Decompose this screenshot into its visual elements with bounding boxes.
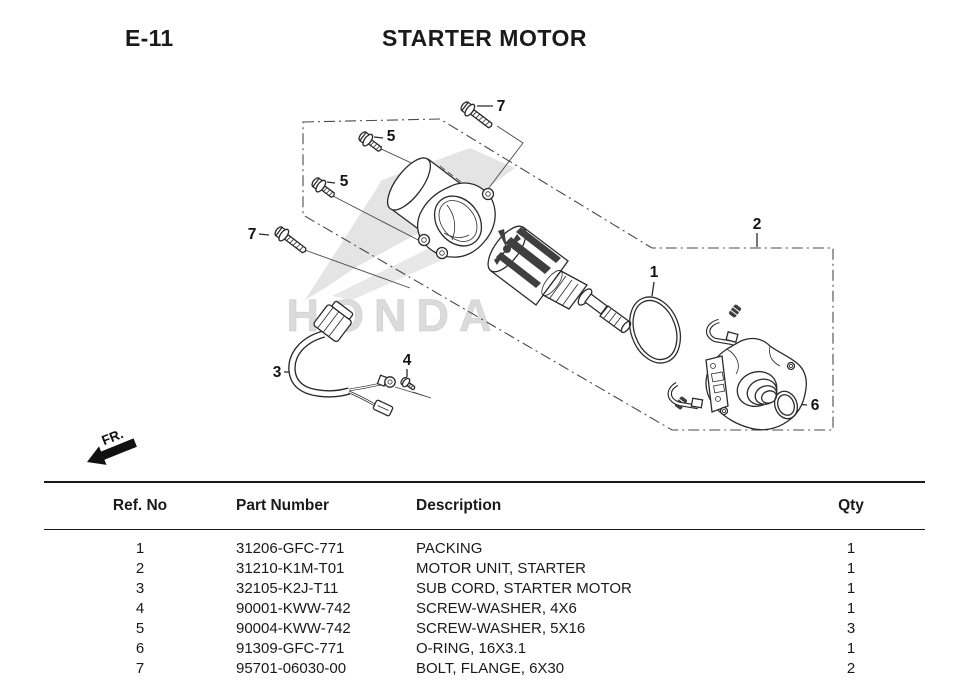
screw-4-drawing <box>400 376 416 391</box>
screw-5-lower <box>308 174 339 203</box>
cell-part: 95701-06030-00 <box>236 659 347 677</box>
header-ref-no: Ref. No <box>112 497 168 514</box>
table-body: 1 31206-GFC-771 PACKING 1 2 31210-K1M-T0… <box>44 530 925 678</box>
callout-1: 1 <box>650 264 659 281</box>
packing-o-ring-drawing <box>628 296 682 364</box>
table-row: 4 90001-KWW-742 SCREW-WASHER, 4X6 1 <box>44 598 925 618</box>
cell-qty: 3 <box>846 619 856 637</box>
table-header-row: Ref. No Part Number Description Qty <box>44 483 925 529</box>
callout-6: 6 <box>811 397 820 414</box>
cell-desc: SCREW-WASHER, 4X6 <box>416 599 577 617</box>
cell-ref: 7 <box>135 659 145 677</box>
table-row: 7 95701-06030-00 BOLT, FLANGE, 6X30 2 <box>44 658 925 678</box>
end-bracket-drawing <box>667 304 807 431</box>
cell-ref: 1 <box>135 539 145 557</box>
cell-ref: 5 <box>135 619 145 637</box>
fr-direction-arrow: FR. <box>87 426 137 465</box>
parts-table: Ref. No Part Number Description Qty 1 31… <box>44 481 925 678</box>
cell-desc: SUB CORD, STARTER MOTOR <box>416 579 632 597</box>
section-code: E-11 <box>125 25 174 51</box>
callout-7-top: 7 <box>497 98 506 115</box>
table-row: 5 90004-KWW-742 SCREW-WASHER, 5X16 3 <box>44 618 925 638</box>
cell-desc: O-RING, 16X3.1 <box>416 639 527 657</box>
cell-desc: SCREW-WASHER, 5X16 <box>416 619 586 637</box>
motor-unit-drawing <box>386 157 496 260</box>
cell-part: 32105-K2J-T11 <box>236 579 339 597</box>
callout-3: 3 <box>273 364 282 381</box>
cell-qty: 1 <box>846 599 856 617</box>
callout-5-upper: 5 <box>387 128 396 145</box>
bolt-7-left <box>271 223 311 258</box>
cell-part: 31210-K1M-T01 <box>236 559 345 577</box>
arrow-icon <box>87 438 137 465</box>
table-row: 3 32105-K2J-T11 SUB CORD, STARTER MOTOR … <box>44 578 925 598</box>
cell-qty: 2 <box>846 659 856 677</box>
cell-ref: 4 <box>135 599 145 617</box>
cell-part: 91309-GFC-771 <box>236 639 345 657</box>
cell-desc: MOTOR UNIT, STARTER <box>416 559 587 577</box>
sub-cord-drawing <box>288 300 396 417</box>
cell-ref: 3 <box>135 579 145 597</box>
header-qty: Qty <box>838 497 864 514</box>
table-top-rule <box>44 481 925 483</box>
cell-qty: 1 <box>846 579 856 597</box>
table-row: 1 31206-GFC-771 PACKING 1 <box>44 538 925 558</box>
callout-2: 2 <box>753 216 762 233</box>
cell-part: 90004-KWW-742 <box>236 619 351 637</box>
header-part-number: Part Number <box>236 497 330 514</box>
armature-drawing <box>487 225 632 334</box>
header-description: Description <box>416 497 502 514</box>
callout-7-left: 7 <box>248 226 257 243</box>
bolt-7-top <box>457 98 497 133</box>
cell-ref: 2 <box>135 559 145 577</box>
cell-qty: 1 <box>846 539 856 557</box>
callout-4: 4 <box>403 352 412 369</box>
cell-desc: BOLT, FLANGE, 6X30 <box>416 659 565 677</box>
callout-5-lower: 5 <box>340 173 349 190</box>
page-title: STARTER MOTOR <box>382 25 587 51</box>
cell-ref: 6 <box>135 639 145 657</box>
boundary-box <box>302 118 834 431</box>
small-o-ring-drawing <box>773 390 799 420</box>
table-row: 2 31210-K1M-T01 MOTOR UNIT, STARTER 1 <box>44 558 925 578</box>
screw-5-upper <box>355 128 386 157</box>
table-mid-rule <box>44 529 925 530</box>
cell-desc: PACKING <box>416 539 483 557</box>
exploded-diagram: HONDA <box>87 98 834 465</box>
cell-qty: 1 <box>846 639 856 657</box>
cell-part: 31206-GFC-771 <box>236 539 345 557</box>
cell-qty: 1 <box>846 559 856 577</box>
table-row: 6 91309-GFC-771 O-RING, 16X3.1 1 <box>44 638 925 658</box>
cell-part: 90001-KWW-742 <box>236 599 351 617</box>
